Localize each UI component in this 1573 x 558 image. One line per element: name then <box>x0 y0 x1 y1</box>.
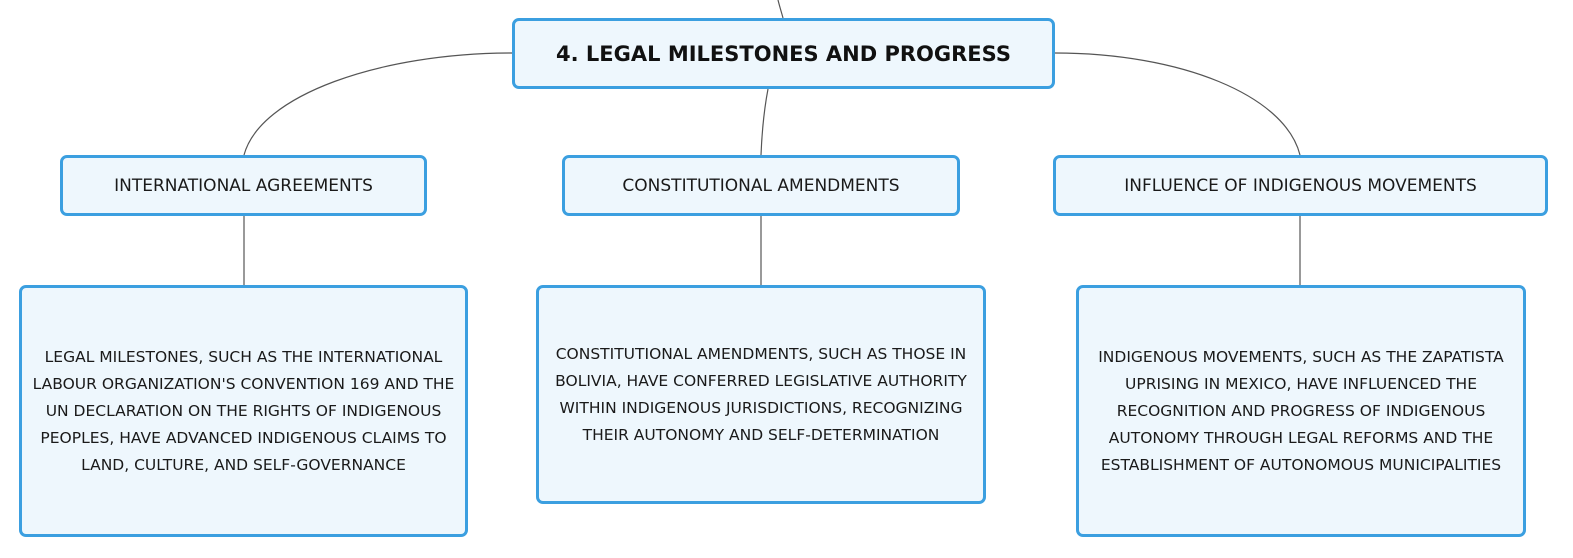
connector-parent-to-root <box>777 0 784 19</box>
topic-node-constitutional-amendments[interactable]: CONSTITUTIONAL AMENDMENTS <box>562 155 960 216</box>
detail-node-indigenous-movements[interactable]: INDIGENOUS MOVEMENTS, SUCH AS THE ZAPATI… <box>1076 285 1526 537</box>
detail-node-text: INDIGENOUS MOVEMENTS, SUCH AS THE ZAPATI… <box>1098 347 1504 474</box>
topic-node-international-agreements[interactable]: INTERNATIONAL AGREEMENTS <box>60 155 427 216</box>
topic-node-label: INFLUENCE OF INDIGENOUS MOVEMENTS <box>1124 175 1477 196</box>
root-node[interactable]: 4. LEGAL MILESTONES AND PROGRESS <box>512 18 1055 89</box>
detail-node-constitutional-amendments[interactable]: CONSTITUTIONAL AMENDMENTS, SUCH AS THOSE… <box>536 285 986 504</box>
connector-root-to-topic-2 <box>760 88 769 156</box>
topic-node-label: INTERNATIONAL AGREEMENTS <box>114 175 373 196</box>
detail-node-international-agreements[interactable]: LEGAL MILESTONES, SUCH AS THE INTERNATIO… <box>19 285 468 537</box>
root-node-label: 4. LEGAL MILESTONES AND PROGRESS <box>556 41 1011 66</box>
detail-node-text: CONSTITUTIONAL AMENDMENTS, SUCH AS THOSE… <box>555 344 967 444</box>
topic-node-indigenous-movements[interactable]: INFLUENCE OF INDIGENOUS MOVEMENTS <box>1053 155 1548 216</box>
connector-root-to-topic-3 <box>1054 52 1301 156</box>
connector-root-to-topic-1 <box>243 52 513 156</box>
detail-node-text: LEGAL MILESTONES, SUCH AS THE INTERNATIO… <box>32 347 455 474</box>
topic-node-label: CONSTITUTIONAL AMENDMENTS <box>622 175 900 196</box>
